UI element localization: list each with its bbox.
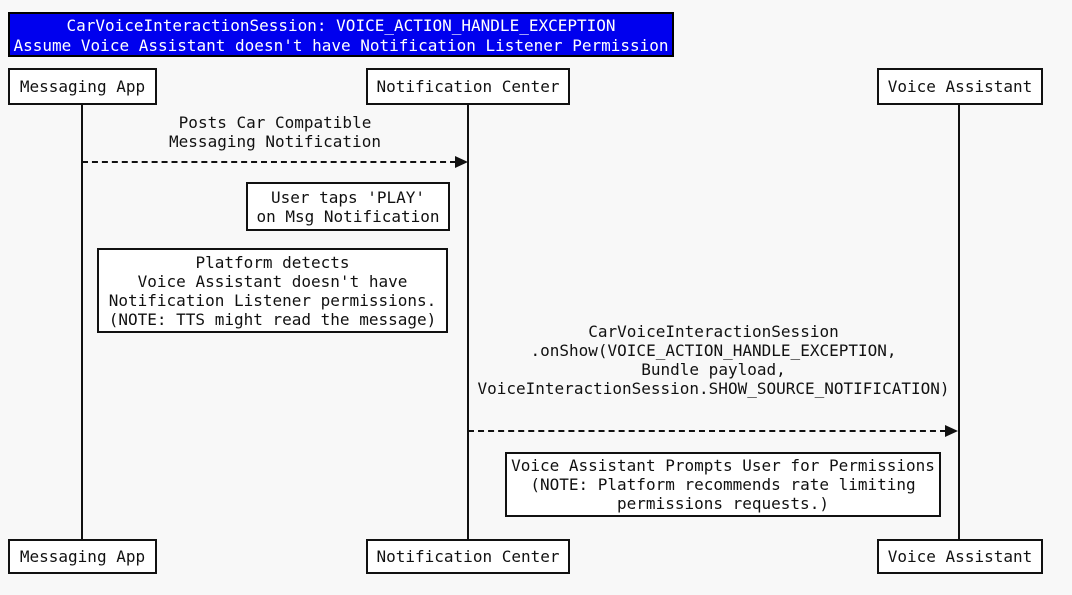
diagram-title-line-1: CarVoiceInteractionSession: VOICE_ACTION… — [66, 16, 616, 35]
message-2-label: CarVoiceInteractionSession .onShow(VOICE… — [468, 322, 959, 398]
participant-messaging-app-bottom: Messaging App — [8, 539, 157, 574]
message-1-label: Posts Car Compatible Messaging Notificat… — [82, 113, 468, 151]
note-voice-assistant-prompts: Voice Assistant Prompts User for Permiss… — [505, 452, 941, 517]
participant-notification-center-bottom: Notification Center — [366, 539, 570, 574]
note-line: Voice Assistant doesn't have — [137, 271, 408, 291]
participant-voice-assistant-bottom: Voice Assistant — [877, 539, 1043, 574]
participant-voice-assistant-top: Voice Assistant — [877, 68, 1043, 105]
note-line: User taps 'PLAY' — [270, 187, 426, 207]
note-line: Voice Assistant Prompts User for Permiss… — [511, 456, 935, 475]
message-2-label-line: .onShow(VOICE_ACTION_HANDLE_EXCEPTION, — [530, 341, 897, 360]
diagram-title-box: CarVoiceInteractionSession: VOICE_ACTION… — [8, 12, 674, 57]
participant-label: Voice Assistant — [887, 547, 1033, 566]
note-platform-detects: Platform detects Voice Assistant doesn't… — [97, 248, 448, 333]
lifeline-messaging-app — [81, 105, 83, 539]
lifeline-notification-center — [467, 105, 469, 539]
note-line: (NOTE: Platform recommends rate limiting — [530, 475, 916, 494]
message-1-arrowhead-icon — [455, 156, 468, 168]
message-2-arrow-line — [468, 430, 946, 432]
diagram-title-line-2: Assume Voice Assistant doesn't have Noti… — [13, 36, 669, 55]
note-line: Notification Listener permissions. — [108, 290, 437, 310]
message-2-label-line: VoiceInteractionSession.SHOW_SOURCE_NOTI… — [477, 379, 950, 398]
note-line: permissions requests.) — [617, 494, 829, 513]
message-1-label-line: Posts Car Compatible — [178, 113, 372, 132]
participant-label: Notification Center — [376, 547, 560, 566]
participant-label: Voice Assistant — [887, 77, 1033, 96]
note-line: on Msg Notification — [256, 206, 440, 226]
lifeline-voice-assistant — [958, 105, 960, 539]
note-line: Platform detects — [195, 252, 350, 272]
participant-notification-center-top: Notification Center — [366, 68, 570, 105]
message-1-arrow-line — [82, 161, 456, 163]
message-2-label-line: Bundle payload, — [641, 360, 786, 379]
participant-label: Messaging App — [19, 547, 146, 566]
participant-label: Notification Center — [376, 77, 560, 96]
message-2-arrowhead-icon — [945, 425, 958, 437]
note-user-taps-play: User taps 'PLAY' on Msg Notification — [246, 182, 450, 231]
message-2-label-line: CarVoiceInteractionSession — [588, 322, 839, 341]
message-1-label-line: Messaging Notification — [169, 132, 381, 151]
note-line: (NOTE: TTS might read the message) — [108, 309, 437, 329]
participant-messaging-app-top: Messaging App — [8, 68, 157, 105]
participant-label: Messaging App — [19, 77, 146, 96]
